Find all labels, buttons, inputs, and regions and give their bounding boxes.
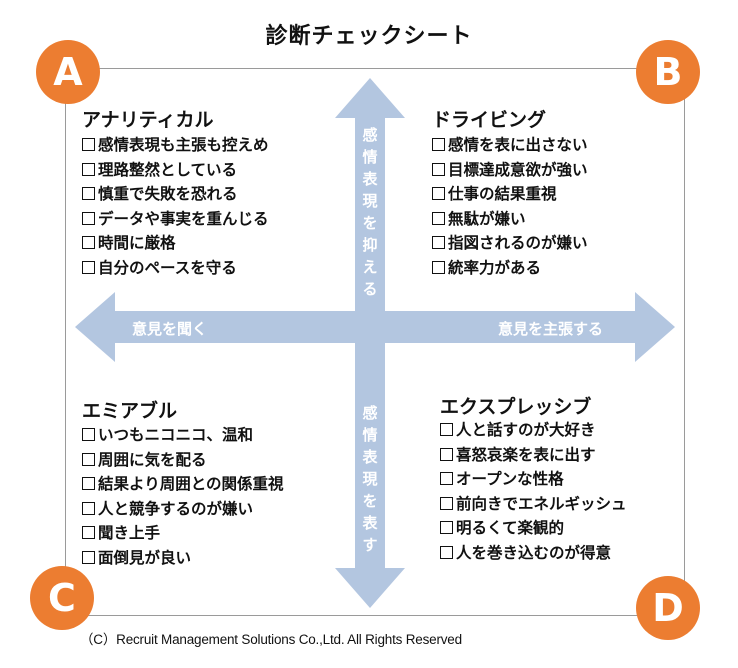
- list-item: 聞き上手: [82, 521, 284, 546]
- item-label: 時間に厳格: [98, 234, 176, 252]
- item-label: 指図されるのが嫌い: [448, 234, 588, 252]
- list-item: いつもニコニコ、温和: [82, 423, 284, 448]
- checkbox-icon: [82, 236, 95, 249]
- item-label: 無駄が嫌い: [448, 209, 526, 228]
- item-label: 感情を表に出さない: [448, 136, 588, 154]
- axis-label-right: 意見を主張する: [498, 320, 604, 338]
- quadrant-a-heading: アナリティカル: [82, 109, 214, 131]
- quadrant-b-heading: ドライビング: [432, 109, 547, 131]
- checkbox-icon: [82, 477, 95, 490]
- checkbox-icon: [432, 236, 445, 249]
- list-item: 前向きでエネルギッシュ: [440, 492, 627, 517]
- axis-label-left: 意見を聞く: [132, 320, 208, 338]
- quadrant-d-badge: D: [636, 576, 700, 640]
- item-label: データや事実を重んじる: [98, 209, 269, 228]
- list-item: 周囲に気を配る: [82, 448, 284, 473]
- item-label: 慎重で失敗を恐れる: [98, 185, 238, 203]
- item-label: 目標達成意欲が強い: [448, 160, 588, 179]
- item-label: 仕事の結果重視: [448, 185, 557, 203]
- axis-label-top: 感情表現を抑える: [362, 126, 378, 298]
- horizontal-axis-arrow: [75, 292, 675, 362]
- checkbox-icon: [440, 447, 453, 461]
- item-label: 面倒見が良い: [98, 548, 192, 567]
- quadrant-d-list: 人と話すのが大好き 喜怒哀楽を表に出す オープンな性格 前向きでエネルギッシュ …: [440, 418, 627, 565]
- axis-label-bottom: 感情表現を表す: [362, 404, 378, 554]
- checkbox-icon: [432, 211, 445, 225]
- list-item: 人と競争するのが嫌い: [82, 497, 284, 522]
- sheet-title: 診断チェックシート: [265, 24, 473, 49]
- list-item: 人と話すのが大好き: [440, 418, 627, 443]
- item-label: いつもニコニコ、温和: [98, 426, 254, 444]
- list-item: 仕事の結果重視: [432, 182, 588, 207]
- checkbox-icon: [432, 162, 445, 176]
- list-item: 目標達成意欲が強い: [432, 158, 588, 183]
- quadrant-b-list: 感情を表に出さない 目標達成意欲が強い 仕事の結果重視 無駄が嫌い 指図されるの…: [432, 133, 588, 280]
- list-item: 理路整然としている: [82, 158, 269, 183]
- item-label: 喜怒哀楽を表に出す: [456, 445, 596, 464]
- item-label: オープンな性格: [456, 470, 564, 488]
- list-item: 人を巻き込むのが得意: [440, 541, 627, 566]
- checkbox-icon: [82, 550, 95, 564]
- list-item: 無駄が嫌い: [432, 207, 588, 232]
- quadrant-c-heading: エミアブル: [82, 400, 178, 422]
- list-item: 面倒見が良い: [82, 546, 284, 571]
- checkbox-icon: [82, 428, 95, 441]
- checkbox-icon: [440, 521, 453, 534]
- item-label: 統率力がある: [448, 258, 542, 277]
- checkbox-icon: [440, 496, 453, 510]
- checkbox-icon: [82, 187, 95, 200]
- item-label: 自分のペースを守る: [98, 258, 237, 277]
- list-item: 喜怒哀楽を表に出す: [440, 443, 627, 468]
- quadrant-c-badge: C: [30, 566, 94, 630]
- quadrant-a-list: 感情表現も主張も控えめ 理路整然としている 慎重で失敗を恐れる データや事実を重…: [82, 133, 269, 280]
- checkbox-icon: [432, 187, 445, 200]
- checkbox-icon: [432, 260, 445, 274]
- checkbox-icon: [432, 138, 445, 151]
- list-item: 感情表現も主張も控えめ: [82, 133, 269, 158]
- item-label: 人と競争するのが嫌い: [98, 499, 254, 518]
- quadrant-b-badge: B: [636, 40, 700, 104]
- checkbox-icon: [82, 526, 95, 539]
- list-item: 明るくて楽観的: [440, 516, 627, 541]
- item-label: 感情表現も主張も控えめ: [98, 136, 269, 154]
- item-label: 人を巻き込むのが得意: [456, 543, 612, 562]
- checkbox-icon: [440, 423, 453, 436]
- list-item: 指図されるのが嫌い: [432, 231, 588, 256]
- quadrant-d-heading: エクスプレッシブ: [440, 396, 592, 418]
- checkbox-icon: [82, 260, 95, 274]
- checkbox-icon: [82, 501, 95, 515]
- item-label: 聞き上手: [98, 524, 161, 542]
- item-label: 明るくて楽観的: [456, 519, 565, 537]
- quadrant-c-list: いつもニコニコ、温和 周囲に気を配る 結果より周囲との関係重視 人と競争するのが…: [82, 423, 284, 570]
- checkbox-icon: [82, 162, 95, 176]
- list-item: 自分のペースを守る: [82, 256, 269, 281]
- list-item: 感情を表に出さない: [432, 133, 588, 158]
- item-label: 周囲に気を配る: [98, 450, 207, 469]
- list-item: 結果より周囲との関係重視: [82, 472, 284, 497]
- checkbox-icon: [82, 211, 95, 225]
- list-item: 統率力がある: [432, 256, 588, 281]
- quadrant-a-badge: A: [36, 40, 100, 104]
- list-item: データや事実を重んじる: [82, 207, 269, 232]
- item-label: 人と話すのが大好き: [456, 421, 596, 439]
- item-label: 理路整然としている: [98, 160, 238, 179]
- copyright-notice: （C）Recruit Management Solutions Co.,Ltd.…: [80, 632, 462, 647]
- diagram-frame: [65, 68, 685, 616]
- item-label: 前向きでエネルギッシュ: [456, 494, 627, 513]
- list-item: 時間に厳格: [82, 231, 269, 256]
- checkbox-icon: [440, 545, 453, 559]
- item-label: 結果より周囲との関係重視: [98, 475, 284, 493]
- checkbox-icon: [440, 472, 453, 485]
- list-item: 慎重で失敗を恐れる: [82, 182, 269, 207]
- checkbox-icon: [82, 452, 95, 466]
- list-item: オープンな性格: [440, 467, 627, 492]
- checkbox-icon: [82, 138, 95, 151]
